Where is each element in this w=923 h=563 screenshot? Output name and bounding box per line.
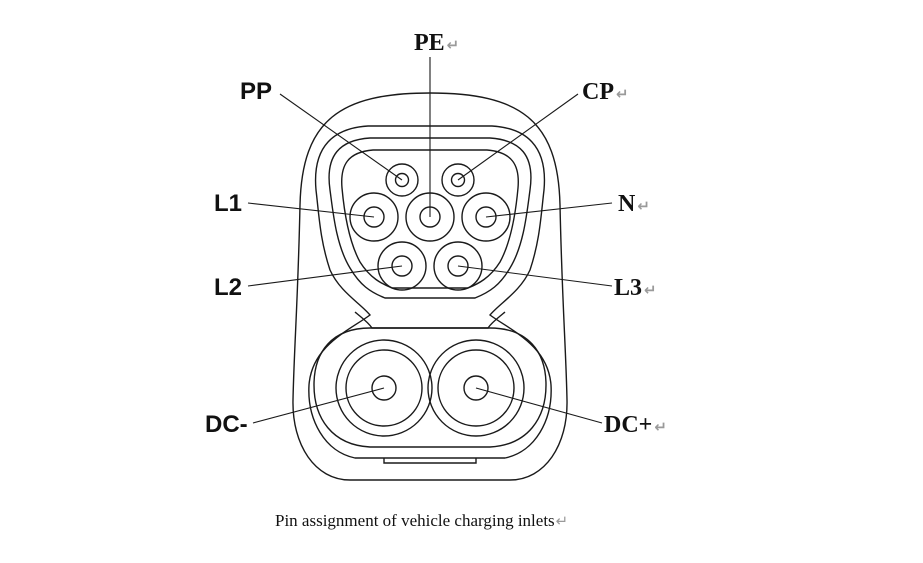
ac-dc-bridge [354,311,506,329]
leader-cp [457,93,579,181]
pin-dc-minus [335,339,433,437]
leader-n [485,202,613,218]
pin-dc-plus [427,339,525,437]
leader-pp [279,93,403,181]
label-dc-plus: DC+↵ [604,412,667,438]
pin-cp [441,163,475,197]
label-dc-minus: DC- [205,411,248,438]
label-pe: PE↵ [414,30,459,56]
label-pp: PP [240,78,272,105]
ac-recess [328,137,532,299]
pin-l3 [433,241,483,291]
label-cp: CP↵ [582,79,629,105]
label-l3: L3↵ [614,275,657,301]
pin-l2 [377,241,427,291]
dc-recess [313,327,547,448]
pin-l1 [349,192,399,242]
leader-dc-plus [475,387,603,424]
inlet-housing-inner [308,125,552,459]
leader-l1 [247,202,375,218]
diagram-caption: Pin assignment of vehicle charging inlet… [275,511,568,530]
label-l2: L2 [214,274,242,301]
pin-pp [385,163,419,197]
label-n: N↵ [618,191,650,217]
inlet-housing-outer [292,92,568,481]
pin-n [461,192,511,242]
leader-l2 [247,265,403,287]
leader-l3 [457,265,613,287]
label-l1: L1 [214,190,242,217]
leader-dc-minus [252,387,385,424]
dc-bottom-slot [383,458,477,464]
